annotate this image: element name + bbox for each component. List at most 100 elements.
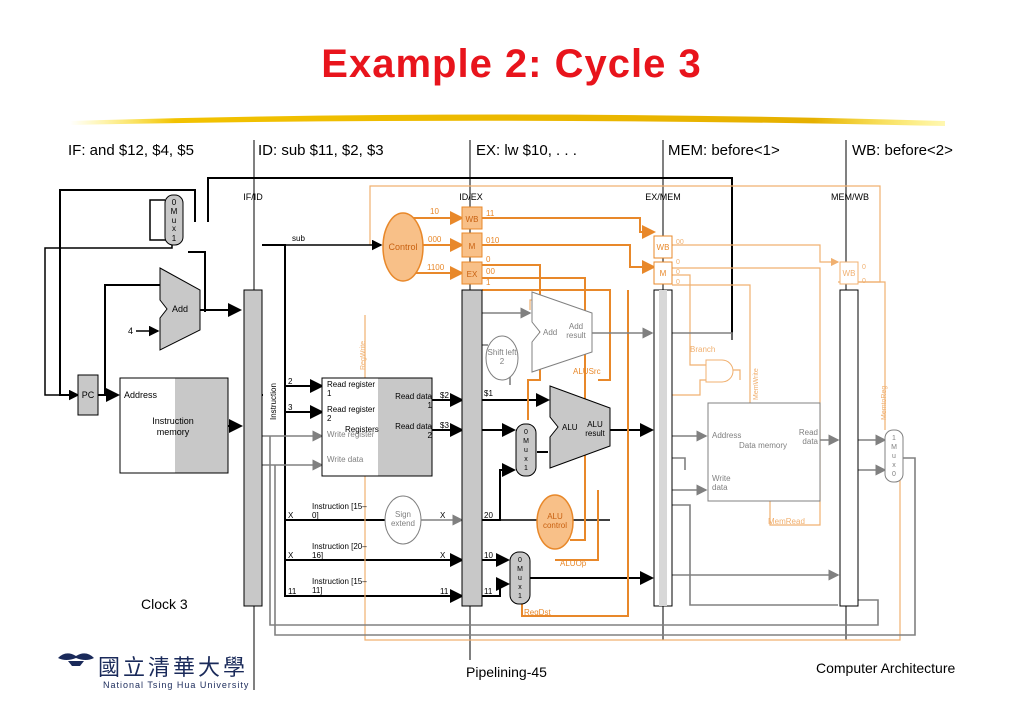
control-label: Control xyxy=(388,242,417,252)
wb-mux xyxy=(884,429,904,483)
pc-label: PC xyxy=(82,390,95,400)
pc-mux-0: 0 xyxy=(172,198,177,207)
memtoreg-label: MemtoReg xyxy=(881,386,888,420)
pipe-label-memwb: MEM/WB xyxy=(831,192,869,202)
branch-adder xyxy=(531,291,593,373)
idex-wb-box xyxy=(461,206,483,230)
page-number: Pipelining-45 xyxy=(466,664,547,680)
ex-rd: 11 xyxy=(484,587,493,596)
ex-m-value: 010 xyxy=(486,236,500,245)
pc-mux-x: x xyxy=(172,224,176,233)
reg-name: Registers xyxy=(345,425,379,434)
university-logo-icon xyxy=(58,653,94,666)
rt-field: Instruction [20– 16] xyxy=(312,542,367,560)
dst-mux-u: u xyxy=(518,575,522,582)
exmem-wb-label: WB xyxy=(657,243,670,252)
reg-read2: Read register 2 xyxy=(327,405,376,423)
pc-adder-label: Add xyxy=(172,304,188,314)
wb-mux-m: M xyxy=(891,444,897,451)
alu-control-label: ALU control xyxy=(542,512,567,530)
dmem-write-data: Write data xyxy=(712,474,731,492)
pc-adder xyxy=(159,267,201,351)
dst-mux-x: x xyxy=(518,584,522,591)
idex-m-box xyxy=(461,232,483,258)
clock-label: Clock 3 xyxy=(141,596,188,612)
reg-rdata2: Read data 2 xyxy=(395,422,432,440)
inactive-control-wires xyxy=(364,185,901,641)
alu-mux-1: 1 xyxy=(524,465,528,472)
university-native-name: 國立清華大學 xyxy=(98,656,249,681)
rt-value: 3 xyxy=(288,403,293,412)
ex-ex-value: 00 xyxy=(486,267,495,276)
imem-name: Instruction memory xyxy=(152,416,194,437)
rs-value: 2 xyxy=(288,377,293,386)
stage-if: IF: and $12, $4, $5 xyxy=(68,142,194,159)
pc-mux-u: u xyxy=(172,216,176,225)
rd-value-left: 11 xyxy=(288,587,297,596)
memread-label: MemRead xyxy=(768,517,805,526)
memwb-wb-box xyxy=(839,261,859,285)
aluop-label: ALUOp xyxy=(560,559,587,568)
course-name: Computer Architecture xyxy=(816,660,956,676)
slide-title: Example 2: Cycle 3 xyxy=(321,42,702,86)
pipe-label-ifid: IF/ID xyxy=(243,192,263,202)
imm-x-right: X xyxy=(440,511,446,520)
ex-ex2-value: 1 xyxy=(486,278,491,287)
imem-address: Address xyxy=(124,390,158,400)
exmem-wb-box xyxy=(653,235,673,259)
reg-a-value: $2 xyxy=(440,391,449,400)
branch-label: Branch xyxy=(690,345,715,354)
ex-reg-a: $1 xyxy=(484,389,493,398)
exmem-m-label: M xyxy=(660,269,667,278)
wb-wb2-value: 0 xyxy=(862,278,866,285)
memwb-register xyxy=(839,289,859,607)
wb-mux-1: 1 xyxy=(892,435,896,442)
idex-m-label: M xyxy=(469,242,476,251)
stage-id: ID: sub $11, $2, $3 xyxy=(258,142,384,159)
wb-mux-u: u xyxy=(892,453,896,460)
pc-mux-m: M xyxy=(171,207,178,216)
university-name: National Tsing Hua University xyxy=(103,680,250,690)
alu-result-label: ALU result xyxy=(585,420,605,438)
alu-mux-u: u xyxy=(524,447,528,454)
alu-mux-m: M xyxy=(523,438,529,445)
mem-m2-value: 0 xyxy=(676,269,680,276)
ifid-register xyxy=(243,289,263,607)
alusrc-label: ALUSrc xyxy=(573,367,601,376)
alu-src-mux xyxy=(515,423,537,477)
branch-and-gate xyxy=(705,359,734,383)
pc-mux-1: 1 xyxy=(172,234,177,243)
alu-control xyxy=(536,494,574,550)
regdst-mux xyxy=(509,551,531,605)
reg-write-reg: Write register xyxy=(327,430,375,439)
imm-field: Instruction [15– 0] xyxy=(312,502,367,520)
ex-bits: 1100 xyxy=(427,263,445,272)
reg-b-value: $3 xyxy=(440,421,449,430)
idex-register xyxy=(461,289,483,607)
mem-wb-value: 00 xyxy=(676,239,684,246)
sign-extend xyxy=(384,495,422,545)
gray-wires xyxy=(262,307,916,636)
rd-value-right: 11 xyxy=(440,587,449,596)
alu-mux-0: 0 xyxy=(524,429,528,436)
const-4: 4 xyxy=(128,326,133,336)
imm-x-left: X xyxy=(288,511,294,520)
dst-mux-1: 1 xyxy=(518,593,522,600)
dmem-read-data: Read data xyxy=(798,428,818,446)
dmem-name: Data memory xyxy=(738,441,787,450)
shift-left-2 xyxy=(485,335,519,381)
reg-write-data: Write data xyxy=(327,455,364,464)
control-unit xyxy=(382,212,424,282)
regdst-label: RegDst xyxy=(524,608,551,617)
alu xyxy=(549,385,611,469)
sign-extend-label: Sign extend xyxy=(390,510,416,528)
stage-ex: EX: lw $10, . . . xyxy=(476,142,577,159)
regwrite-label: RegWrite xyxy=(360,341,367,370)
reg-rdata1: Read data 1 xyxy=(395,392,432,410)
rt-x-right: X xyxy=(440,551,446,560)
wb-mux-x: x xyxy=(892,462,896,469)
reg-read1: Read register 1 xyxy=(327,380,376,398)
